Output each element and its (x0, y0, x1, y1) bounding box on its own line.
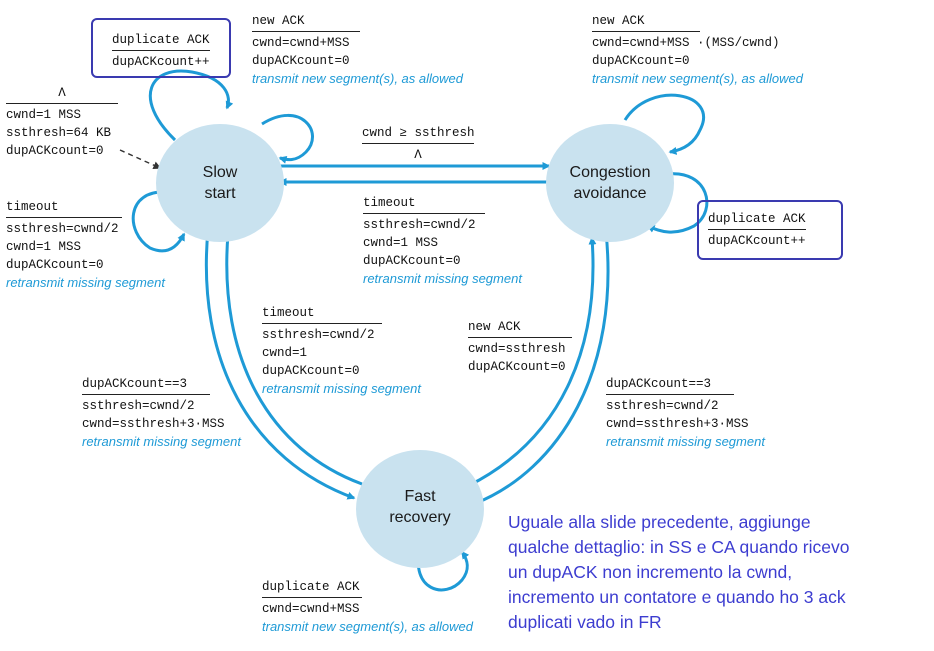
ca-to-fr-note: retransmit missing segment (606, 434, 765, 449)
init-action-1: cwnd=1 MSS (6, 108, 82, 122)
ca-to-fr-action-2: cwnd=ssthresh+3·MSS (606, 417, 749, 431)
label-fr-timeout: timeout ssthresh=cwnd/2 cwnd=1 dupACKcou… (262, 304, 421, 398)
ss-timeout-action-2: cwnd=1 MSS (6, 240, 82, 254)
ss-to-ca-action-1: Λ (414, 148, 422, 162)
label-ss-dupack: duplicate ACK dupACKcount++ (112, 31, 210, 71)
ca-timeout-note: retransmit missing segment (363, 271, 522, 286)
ca-newack-event: new ACK (592, 12, 700, 32)
ca-to-fr-event: dupACKcount==3 (606, 375, 734, 395)
highlight-ss-dupack (91, 18, 231, 78)
fr-dupack-event: duplicate ACK (262, 578, 362, 598)
loop-ca-dupack (646, 172, 709, 234)
ss-to-fr-note: retransmit missing segment (82, 434, 241, 449)
ca-label-2: avoidance (573, 185, 647, 202)
ss-to-fr-action-2: cwnd=ssthresh+3·MSS (82, 417, 225, 431)
annotation-line-1: Uguale alla slide precedente, aggiunge (508, 512, 811, 532)
label-ss-to-fr: dupACKcount==3 ssthresh=cwnd/2 cwnd=ssth… (82, 375, 241, 451)
ss-newack-event: new ACK (252, 12, 360, 32)
annotation-line-5: duplicati vado in FR (508, 612, 662, 632)
label-init: Λ cwnd=1 MSS ssthresh=64 KB dupACKcount=… (6, 84, 118, 160)
fr-dupack-action-1: cwnd=cwnd+MSS (262, 602, 360, 616)
label-ca-dupack: duplicate ACK dupACKcount++ (708, 210, 806, 250)
fr-newack-event: new ACK (468, 318, 572, 338)
fr-newack-action-1: cwnd=ssthresh (468, 342, 566, 356)
label-fr-newack: new ACK cwnd=ssthresh dupACKcount=0 (468, 318, 572, 376)
annotation-text: Uguale alla slide precedente, aggiunge q… (508, 510, 849, 635)
state-slow-start: Slow start (156, 124, 284, 242)
loop-ss-dupack (148, 69, 234, 142)
annotation-line-2: qualche dettaglio: in SS e CA quando ric… (508, 537, 850, 557)
ss-newack-action-2: dupACKcount=0 (252, 54, 350, 68)
ca-timeout-action-3: dupACKcount=0 (363, 254, 461, 268)
ss-to-fr-event: dupACKcount==3 (82, 375, 210, 395)
arrow-fr-to-ss (223, 232, 363, 486)
ca-newack-action-2: dupACKcount=0 (592, 54, 690, 68)
ca-newack-note: transmit new segment(s), as allowed (592, 71, 803, 86)
annotation-line-3: un dupACK non incremento la cwnd, (508, 562, 793, 582)
label-ss-to-ca: cwnd ≥ ssthresh Λ (362, 124, 475, 164)
ca-newack-action-1: cwnd=cwnd+MSS ·(MSS/cwnd) (592, 36, 780, 50)
highlight-ca-dupack (697, 200, 843, 260)
ca-timeout-action-2: cwnd=1 MSS (363, 236, 439, 250)
initial-arrow (119, 149, 162, 169)
ca-dupack-action-1: dupACKcount++ (708, 234, 806, 248)
arrow-ss-to-fr (204, 229, 356, 500)
ca-timeout-event: timeout (363, 194, 485, 214)
ss-timeout-action-1: ssthresh=cwnd/2 (6, 222, 119, 236)
ca-label-1: Congestion (569, 164, 651, 181)
label-ss-newack: new ACK cwnd=cwnd+MSS dupACKcount=0 tran… (252, 12, 463, 88)
state-congestion-avoidance: Congestion avoidance (546, 124, 674, 242)
init-action-2: ssthresh=64 KB (6, 126, 112, 140)
loop-ss-timeout (131, 190, 186, 253)
ss-timeout-action-3: dupACKcount=0 (6, 258, 104, 272)
state-fast-recovery: Fast recovery (356, 450, 484, 568)
init-event: Λ (6, 84, 118, 104)
ca-to-fr-action-1: ssthresh=cwnd/2 (606, 399, 719, 413)
ss-to-ca-event: cwnd ≥ ssthresh (362, 124, 475, 144)
ss-newack-note: transmit new segment(s), as allowed (252, 71, 463, 86)
ca-dupack-event: duplicate ACK (708, 210, 806, 230)
fr-timeout-note: retransmit missing segment (262, 381, 421, 396)
arrow-ca-to-fr (472, 231, 610, 506)
loop-ca-newack (623, 93, 705, 155)
arrow-fr-to-ca (467, 236, 597, 488)
label-ca-newack: new ACK cwnd=cwnd+MSS ·(MSS/cwnd) dupACK… (592, 12, 803, 88)
loop-ss-newack (261, 113, 314, 164)
ss-to-fr-action-1: ssthresh=cwnd/2 (82, 399, 195, 413)
slow-start-label-1: Slow (202, 164, 238, 181)
ss-timeout-note: retransmit missing segment (6, 275, 165, 290)
fr-label-2: recovery (389, 509, 451, 526)
fr-dupack-note: transmit new segment(s), as allowed (262, 619, 473, 634)
fr-timeout-action-2: cwnd=1 (262, 346, 308, 360)
ss-timeout-event: timeout (6, 198, 122, 218)
label-ca-timeout: timeout ssthresh=cwnd/2 cwnd=1 MSS dupAC… (363, 194, 522, 288)
init-action-3: dupACKcount=0 (6, 144, 104, 158)
ss-dupack-event: duplicate ACK (112, 31, 210, 51)
label-ss-timeout: timeout ssthresh=cwnd/2 cwnd=1 MSS dupAC… (6, 198, 165, 292)
loop-fr-dupack (416, 547, 470, 592)
fr-newack-action-2: dupACKcount=0 (468, 360, 566, 374)
annotation-line-4: incremento un contatore e quando ho 3 ac… (508, 587, 846, 607)
label-fr-dupack: duplicate ACK cwnd=cwnd+MSS transmit new… (262, 578, 473, 636)
fr-timeout-action-1: ssthresh=cwnd/2 (262, 328, 375, 342)
ss-newack-action-1: cwnd=cwnd+MSS (252, 36, 350, 50)
label-ca-to-fr: dupACKcount==3 ssthresh=cwnd/2 cwnd=ssth… (606, 375, 765, 451)
ss-dupack-action-1: dupACKcount++ (112, 55, 210, 69)
fr-timeout-event: timeout (262, 304, 382, 324)
fr-timeout-action-3: dupACKcount=0 (262, 364, 360, 378)
slow-start-label-2: start (204, 185, 236, 202)
fr-label-1: Fast (404, 488, 436, 505)
ca-timeout-action-1: ssthresh=cwnd/2 (363, 218, 476, 232)
